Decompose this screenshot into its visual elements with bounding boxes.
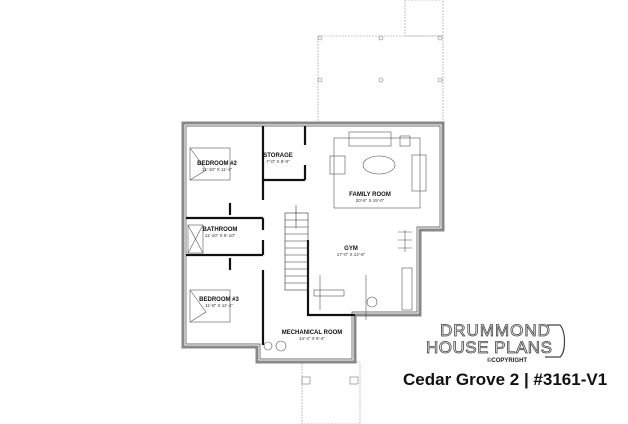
deck-posts — [301, 35, 443, 385]
room-dimensions: 7'-0" X 8'-0" — [266, 159, 290, 164]
room-label-storage: STORAGE 7'-0" X 8'-0" — [263, 153, 293, 164]
room-dimensions: 14'-4" X 8'-4" — [299, 336, 325, 341]
room-label-bedroom-2: BEDROOM #2 11'-10" X 11'-4" — [197, 161, 237, 172]
room-label-mechanical-room: MECHANICAL ROOM 14'-4" X 8'-4" — [282, 330, 343, 341]
logo-line-2: HOUSE PLANS — [426, 338, 553, 357]
logo-mark-icon — [545, 324, 566, 358]
room-name: FAMILY ROOM — [349, 192, 391, 198]
exterior-wall — [181, 121, 445, 364]
plan-title: Cedar Grove 2 | #3161-V1 — [403, 370, 608, 389]
room-name: MECHANICAL ROOM — [282, 330, 343, 336]
room-label-bedroom-3: BEDROOM #3 11'-8" X 11'-4" — [199, 297, 239, 308]
room-label-family-room: FAMILY ROOM 20'-6" X 15'-0" — [349, 192, 391, 203]
exterior-wall-inner-line — [185, 125, 441, 360]
room-dimensions: 11'-10" X 11'-4" — [202, 167, 233, 172]
room-name: BATHROOM — [203, 227, 238, 233]
room-name: BEDROOM #2 — [197, 161, 237, 167]
furniture — [187, 131, 427, 352]
stairs — [284, 205, 309, 291]
room-dimensions: 11'-8" X 11'-4" — [205, 303, 233, 308]
logo-line-1: DRUMMOND — [440, 321, 551, 340]
room-name: GYM — [344, 246, 358, 252]
room-dimensions: 11'-10" X 5'-10" — [205, 233, 236, 238]
room-label-gym: GYM 17'-0" X 14'-6" — [337, 246, 366, 257]
interior-walls — [186, 126, 355, 345]
room-label-bathroom: BATHROOM 11'-10" X 5'-10" — [203, 227, 238, 238]
room-name: BEDROOM #3 — [199, 297, 239, 303]
copyright-text: ©COPYRIGHT — [487, 358, 528, 364]
room-name: STORAGE — [263, 153, 293, 159]
room-dimensions: 20'-6" X 15'-0" — [356, 198, 385, 203]
room-dimensions: 17'-0" X 14'-6" — [337, 252, 366, 257]
